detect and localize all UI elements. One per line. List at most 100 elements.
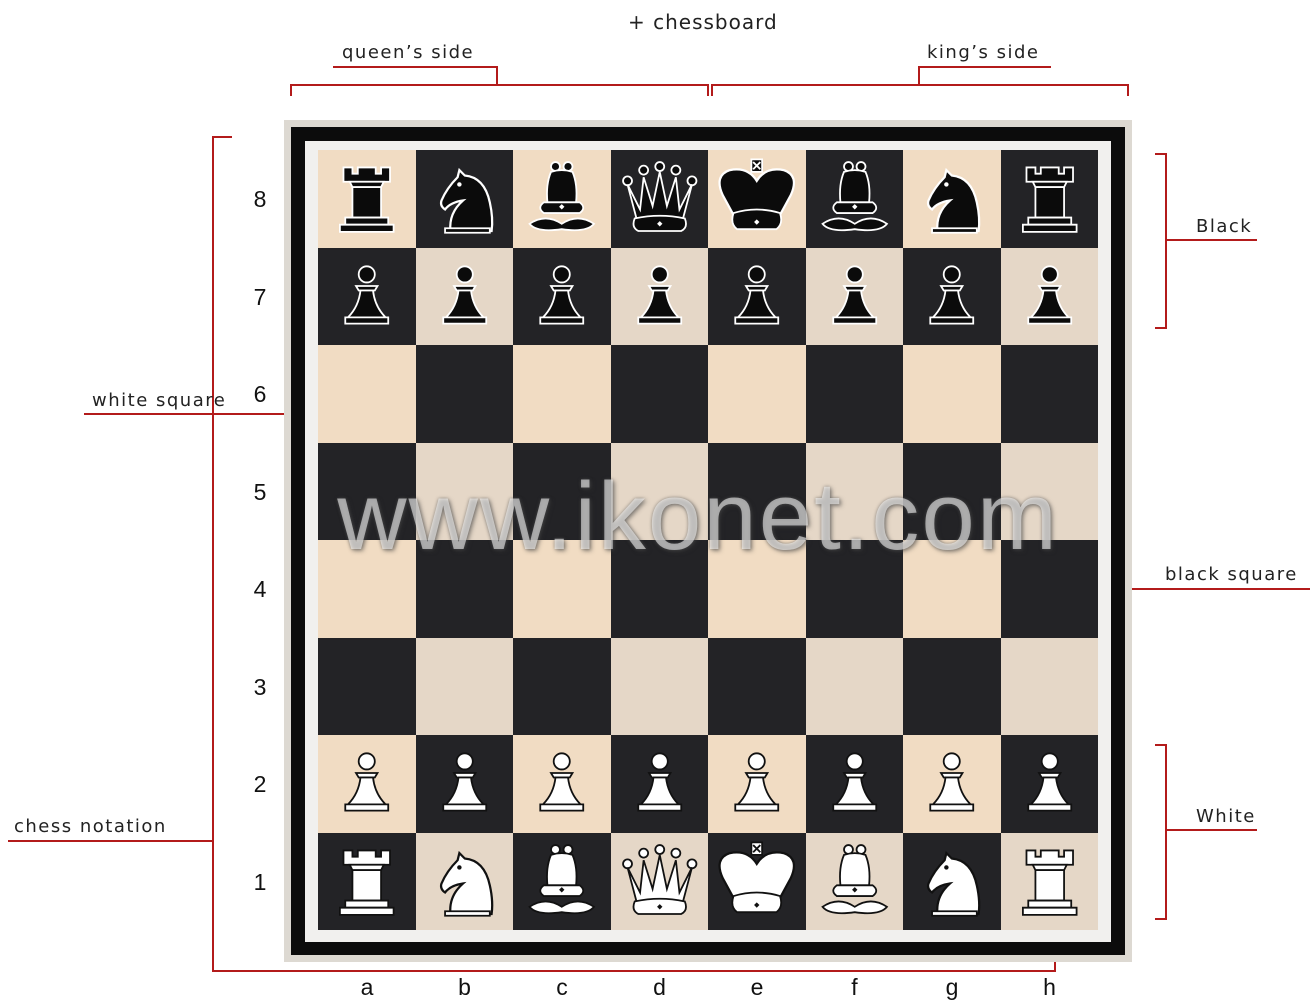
square-h4 [1001, 540, 1099, 638]
black-bishop-icon [810, 154, 900, 244]
file-label-b: b [450, 974, 480, 1001]
square-f7 [806, 248, 904, 346]
rank-label-5: 5 [245, 479, 275, 506]
rank-label-1: 1 [245, 869, 275, 896]
square-e5 [708, 443, 806, 541]
square-h7 [1001, 248, 1099, 346]
white-square-label: white square [92, 390, 226, 411]
black-pawn-icon [907, 252, 997, 342]
square-h1 [1001, 833, 1099, 931]
kings-side-connector [918, 66, 920, 86]
square-a7 [318, 248, 416, 346]
square-a6 [318, 345, 416, 443]
black-pawn-icon [1005, 252, 1095, 342]
white-rook-icon [322, 837, 412, 927]
rank-label-2: 2 [245, 771, 275, 798]
queens-side-underline [333, 66, 498, 68]
square-e8 [708, 150, 806, 248]
square-g8 [903, 150, 1001, 248]
black-rook-icon [322, 154, 412, 244]
queens-side-label: queen’s side [342, 42, 474, 63]
diagram-title: + chessboard [628, 10, 778, 34]
black-knight-icon [907, 154, 997, 244]
white-king-icon [712, 837, 802, 927]
square-c8 [513, 150, 611, 248]
rank-label-6: 6 [245, 381, 275, 408]
rank-label-3: 3 [245, 674, 275, 701]
black-pawn-icon [712, 252, 802, 342]
white-pawn-icon [907, 739, 997, 829]
rank-label-8: 8 [245, 186, 275, 213]
square-c1 [513, 833, 611, 931]
square-b1 [416, 833, 514, 931]
square-h6 [1001, 345, 1099, 443]
white-pawn-icon [615, 739, 705, 829]
square-c6 [513, 345, 611, 443]
square-a4 [318, 540, 416, 638]
black-pawn-icon [420, 252, 510, 342]
square-a2 [318, 735, 416, 833]
queens-side-bracket-left-tick [290, 84, 292, 96]
kings-side-bracket-right-tick [1127, 84, 1129, 96]
rank-label-4: 4 [245, 576, 275, 603]
square-a3 [318, 638, 416, 736]
queens-side-bracket [290, 84, 708, 86]
square-b5 [416, 443, 514, 541]
black-bracket-arm [1165, 239, 1257, 241]
square-e7 [708, 248, 806, 346]
square-h8 [1001, 150, 1099, 248]
square-f3 [806, 638, 904, 736]
square-h2 [1001, 735, 1099, 833]
queens-side-bracket-right-tick [707, 84, 709, 96]
black-pawn-icon [322, 252, 412, 342]
square-c3 [513, 638, 611, 736]
white-bishop-icon [517, 837, 607, 927]
square-e6 [708, 345, 806, 443]
white-rook-icon [1005, 837, 1095, 927]
kings-side-bracket [711, 84, 1129, 86]
square-f5 [806, 443, 904, 541]
square-b4 [416, 540, 514, 638]
square-g2 [903, 735, 1001, 833]
square-b8 [416, 150, 514, 248]
white-bishop-icon [810, 837, 900, 927]
square-b7 [416, 248, 514, 346]
white-bracket-bottom [1155, 918, 1167, 920]
file-label-h: h [1035, 974, 1065, 1001]
rank-label-7: 7 [245, 284, 275, 311]
square-f6 [806, 345, 904, 443]
square-a5 [318, 443, 416, 541]
square-b2 [416, 735, 514, 833]
black-queen-icon [615, 154, 705, 244]
black-pawn-icon [517, 252, 607, 342]
file-label-f: f [840, 974, 870, 1001]
black-bracket-vertical [1165, 153, 1167, 329]
file-label-e: e [742, 974, 772, 1001]
file-label-c: c [547, 974, 577, 1001]
square-e3 [708, 638, 806, 736]
square-g6 [903, 345, 1001, 443]
square-g3 [903, 638, 1001, 736]
kings-side-underline [918, 66, 1051, 68]
square-f4 [806, 540, 904, 638]
white-pawn-icon [322, 739, 412, 829]
square-a1 [318, 833, 416, 931]
chess-notation-label: chess notation [14, 816, 167, 837]
black-square-label: black square [1165, 564, 1298, 585]
square-c5 [513, 443, 611, 541]
square-b3 [416, 638, 514, 736]
file-label-g: g [937, 974, 967, 1001]
white-pawn-icon [712, 739, 802, 829]
chess-notation-underline [8, 840, 214, 842]
notation-bracket-bottom [212, 970, 1056, 972]
white-bracket-vertical [1165, 744, 1167, 920]
square-e4 [708, 540, 806, 638]
black-pawn-icon [810, 252, 900, 342]
black-rook-icon [1005, 154, 1095, 244]
notation-bracket-vertical [212, 136, 214, 972]
white-knight-icon [420, 837, 510, 927]
black-knight-icon [420, 154, 510, 244]
white-side-label: White [1196, 806, 1256, 827]
square-f2 [806, 735, 904, 833]
square-g7 [903, 248, 1001, 346]
